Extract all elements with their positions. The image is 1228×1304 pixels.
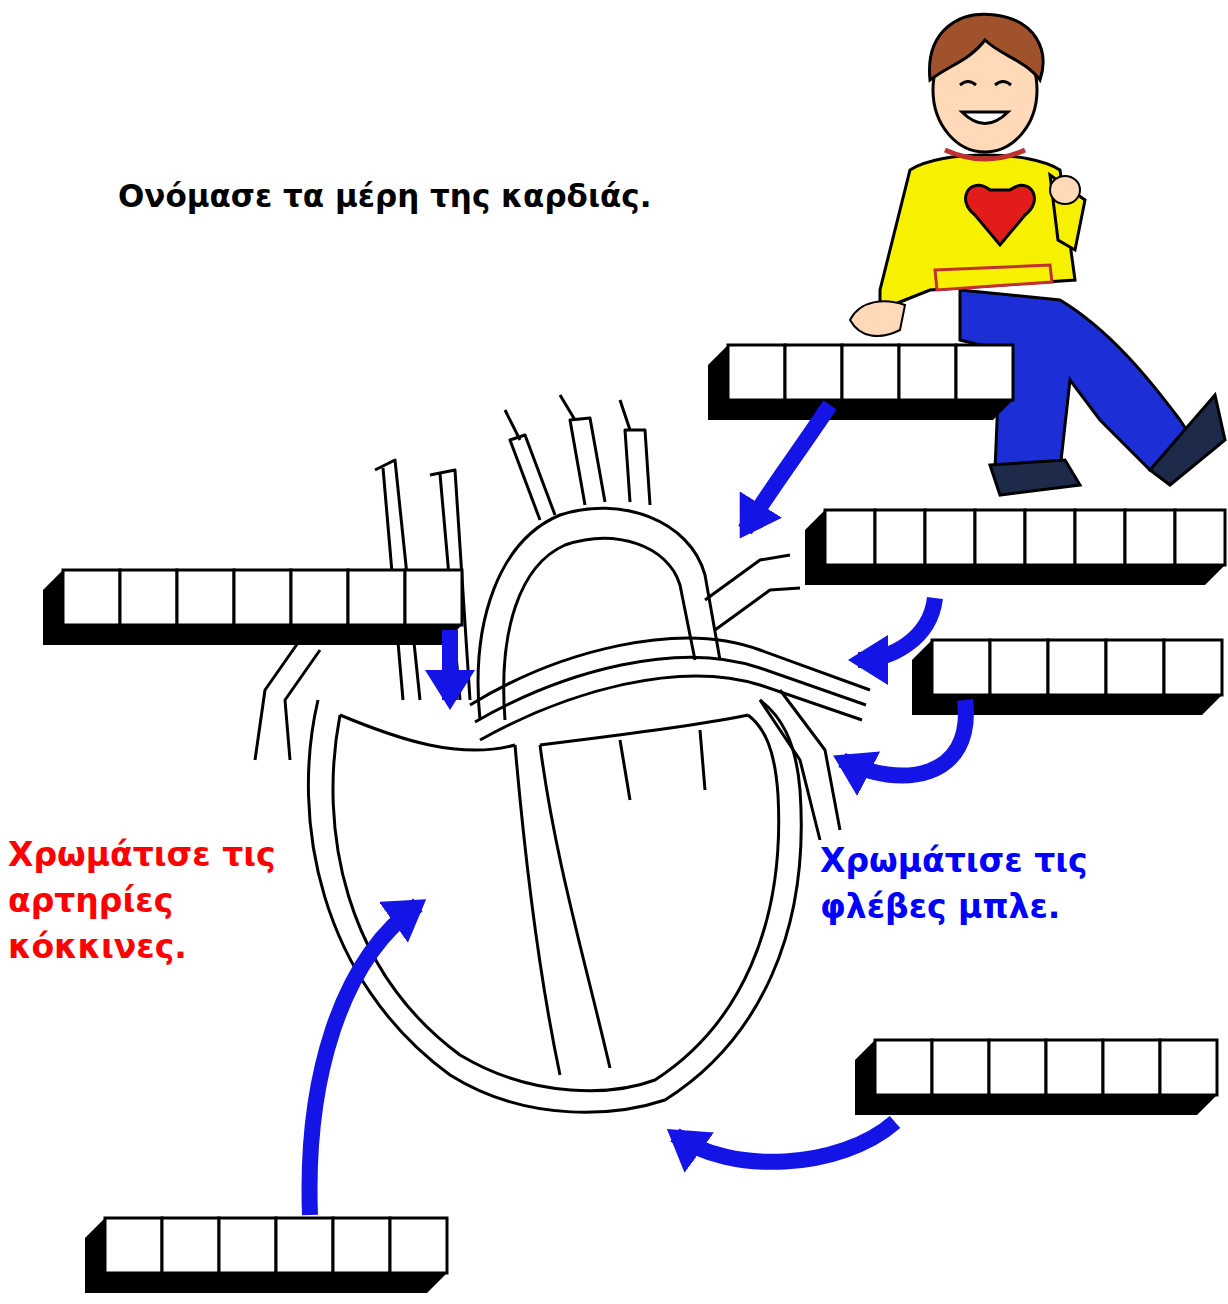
letter-cell bbox=[899, 345, 956, 400]
pulmonary-vein bbox=[760, 690, 840, 840]
letter-box bbox=[855, 1040, 1217, 1115]
boy-sweater-band bbox=[935, 265, 1052, 290]
boy-hand bbox=[850, 301, 905, 336]
letter-cell bbox=[1103, 1040, 1160, 1095]
aorta-branch bbox=[505, 395, 630, 440]
pointer-arrow bbox=[858, 598, 935, 660]
letter-cell bbox=[932, 640, 990, 695]
letter-cell bbox=[276, 1218, 333, 1273]
heart-valve bbox=[620, 730, 705, 800]
worksheet-title: Ονόμασε τα μέρη της καρδιάς. bbox=[118, 176, 818, 216]
letter-cell bbox=[1046, 1040, 1103, 1095]
pointer-arrow bbox=[842, 700, 966, 776]
letter-cell bbox=[1025, 510, 1075, 565]
letter-cell bbox=[219, 1218, 276, 1273]
shirt-heart bbox=[966, 185, 1035, 245]
letter-cell bbox=[405, 570, 462, 625]
instruction-note: Χρωμάτισε τις φλέβες μπλε. bbox=[820, 838, 1150, 930]
pointer-arrow bbox=[310, 905, 418, 1215]
box-shadow bbox=[43, 570, 462, 645]
letter-cell bbox=[785, 345, 842, 400]
heart-valve bbox=[340, 715, 515, 750]
heart-valve bbox=[540, 715, 748, 745]
letter-cell bbox=[1075, 510, 1125, 565]
letter-cell bbox=[989, 1040, 1046, 1095]
letter-box bbox=[85, 1218, 447, 1293]
boy-figure bbox=[850, 14, 1225, 495]
letter-cell bbox=[177, 570, 234, 625]
letter-cell bbox=[990, 640, 1048, 695]
box-shadow bbox=[855, 1040, 1217, 1115]
letter-cell bbox=[291, 570, 348, 625]
letter-cell bbox=[1175, 510, 1225, 565]
boy-collar bbox=[945, 150, 1025, 159]
box-shadow bbox=[708, 345, 1013, 420]
aorta-arch bbox=[478, 508, 720, 720]
boy-arm bbox=[1050, 175, 1085, 250]
letter-cell bbox=[875, 510, 925, 565]
letter-cell bbox=[956, 345, 1013, 400]
heart-inner-wall bbox=[333, 715, 779, 1091]
heart-septum bbox=[515, 745, 560, 1075]
letter-cell bbox=[120, 570, 177, 625]
pointer-arrow bbox=[745, 405, 830, 530]
letter-cell bbox=[728, 345, 785, 400]
pulmonary-vein bbox=[255, 640, 320, 760]
boy-hand bbox=[1050, 176, 1080, 204]
boy-eyes bbox=[960, 82, 1011, 86]
boy-hair bbox=[930, 14, 1043, 80]
letter-cell bbox=[390, 1218, 447, 1273]
letter-cell bbox=[348, 570, 405, 625]
letter-cell bbox=[825, 510, 875, 565]
letter-cell bbox=[1160, 1040, 1217, 1095]
letter-cell bbox=[1125, 510, 1175, 565]
letter-box bbox=[805, 510, 1225, 585]
box-shadow bbox=[805, 510, 1225, 585]
letter-box bbox=[43, 570, 462, 645]
pointer-arrow bbox=[675, 1122, 895, 1162]
letter-cell bbox=[1106, 640, 1164, 695]
aorta-branch bbox=[510, 418, 650, 520]
pulmonary-artery bbox=[475, 657, 866, 722]
pointer-arrows bbox=[310, 405, 966, 1215]
letter-cell bbox=[234, 570, 291, 625]
instruction-note: Χρωμάτισε τις αρτηρίες κόκκινες. bbox=[8, 832, 278, 970]
letter-cell bbox=[333, 1218, 390, 1273]
pulmonary-artery bbox=[480, 676, 862, 740]
letter-cell bbox=[932, 1040, 989, 1095]
letter-cell bbox=[1048, 640, 1106, 695]
heart-septum bbox=[540, 745, 610, 1068]
letter-cell bbox=[875, 1040, 932, 1095]
letter-cell bbox=[63, 570, 120, 625]
letter-cell bbox=[162, 1218, 219, 1273]
boy-sweater bbox=[880, 155, 1075, 310]
boy-shoe bbox=[1150, 395, 1225, 485]
pulmonary-vessel bbox=[705, 555, 800, 630]
letter-boxes bbox=[43, 345, 1225, 1293]
letter-cell bbox=[842, 345, 899, 400]
pointer-arrow bbox=[442, 630, 458, 700]
letter-cell bbox=[975, 510, 1025, 565]
letter-box bbox=[708, 345, 1013, 420]
letter-cell bbox=[105, 1218, 162, 1273]
heart-outer-wall bbox=[308, 700, 801, 1112]
box-shadow bbox=[85, 1218, 447, 1293]
letter-cell bbox=[925, 510, 975, 565]
letter-cell bbox=[1164, 640, 1222, 695]
boy-smile bbox=[962, 112, 1008, 124]
boy-shoe bbox=[990, 460, 1080, 495]
